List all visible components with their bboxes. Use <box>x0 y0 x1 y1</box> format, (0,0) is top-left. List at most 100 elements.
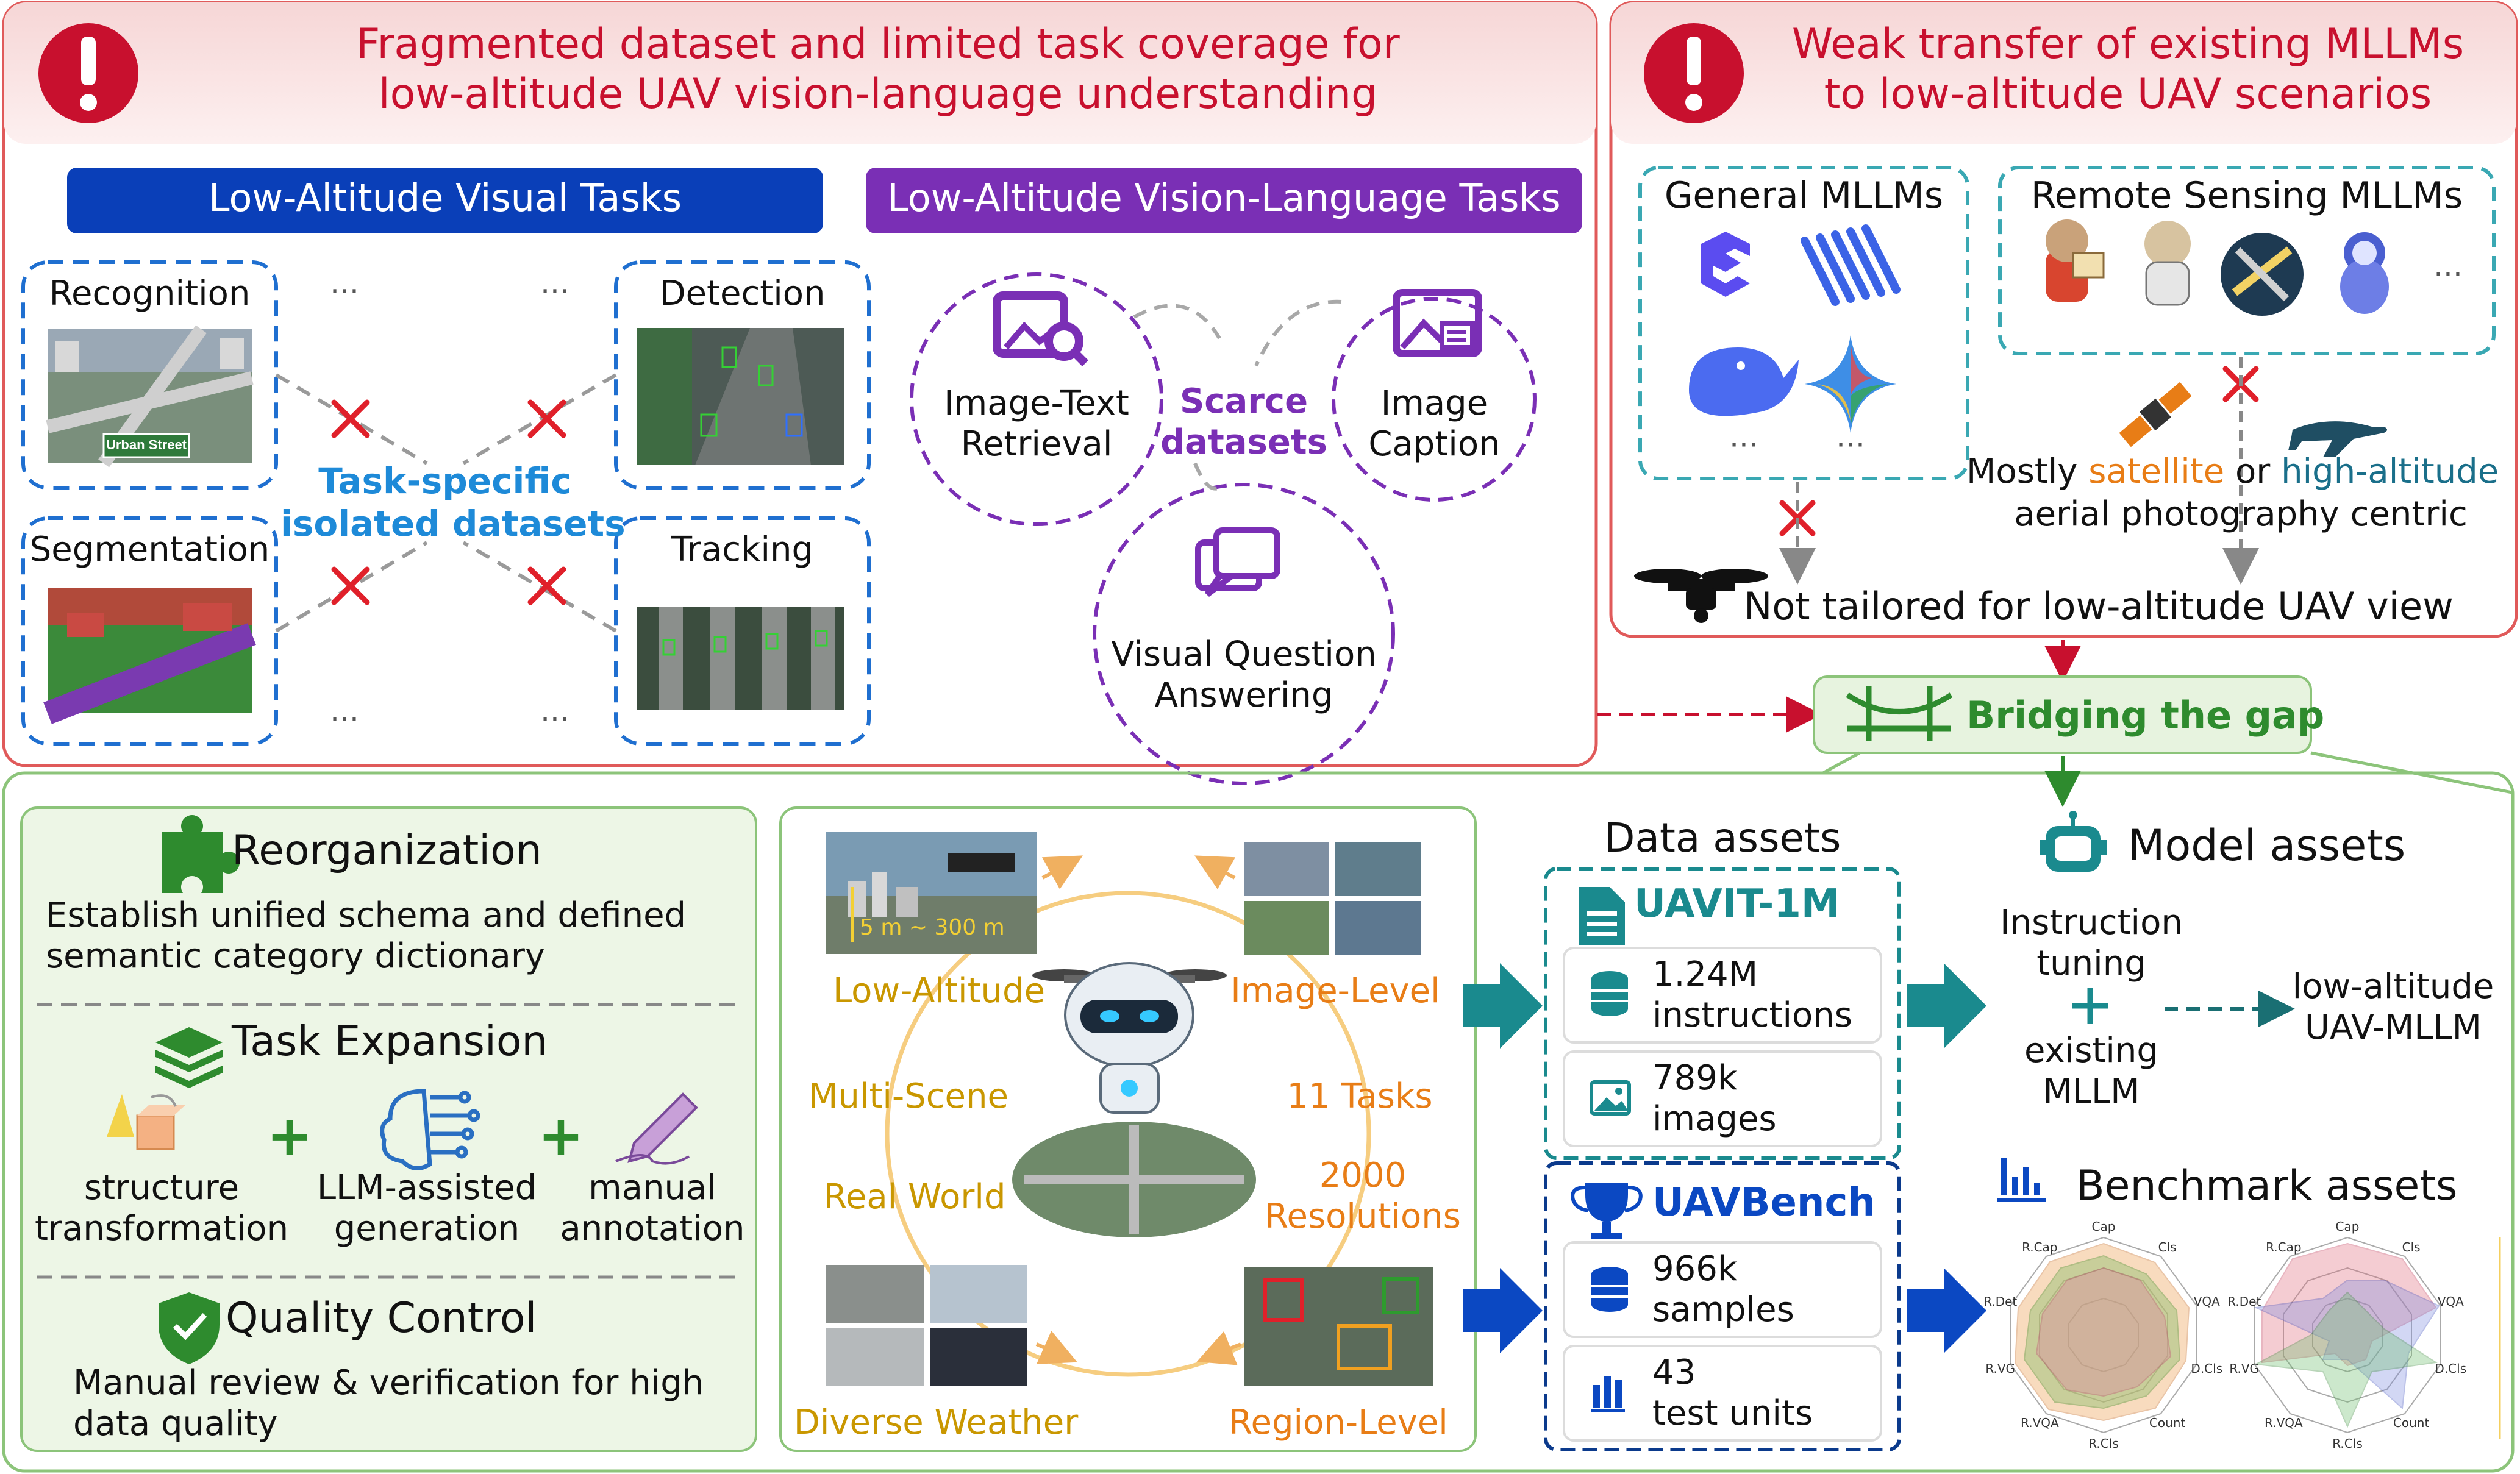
radar-axis-label: Count <box>2393 1415 2430 1430</box>
uav-mllm-label: low-altitude UAV-MLLM <box>2292 967 2494 1048</box>
ellipsis: ··· <box>540 702 569 737</box>
image-icon <box>1590 1080 1631 1116</box>
drone-icon <box>1634 569 1768 623</box>
radar-axis-label: R.Det <box>2227 1294 2261 1309</box>
vqa-label: Visual Question Answering <box>1111 635 1377 716</box>
rs-mllms-box <box>1998 166 2496 355</box>
radar-axis-label: Cap <box>2091 1219 2116 1234</box>
process-panel <box>20 806 757 1452</box>
image-level-photos <box>1244 842 1421 955</box>
radar-axis-label: R.Det <box>1983 1294 2018 1309</box>
manual-annotation-label: manual annotation <box>560 1168 745 1249</box>
low-altitude-label: Low-Altitude <box>832 971 1046 1011</box>
vqa-circle <box>1093 483 1395 785</box>
radar-axis-label: R.VQA <box>2021 1415 2059 1430</box>
quality-control-title: Quality Control <box>226 1294 537 1342</box>
caption-circle <box>1332 297 1537 502</box>
detection-label: Detection <box>659 274 826 313</box>
rs-mascot-icon <box>2221 233 2304 316</box>
radar-axis-label: R.Cap <box>2022 1239 2058 1255</box>
llm-generation-label: LLM-assisted generation <box>316 1168 537 1249</box>
bridging-gap-label: Bridging the gap <box>1966 693 2325 738</box>
radar-axis-label: R.Cap <box>2266 1239 2302 1255</box>
brain-circuit-icon <box>380 1089 480 1170</box>
trophy-icon <box>1571 1183 1643 1239</box>
scarce-connectors <box>1133 299 1342 491</box>
resolutions-label: 2000 Resolutions <box>1265 1156 1461 1237</box>
teal-big-arrow <box>1907 963 1986 1049</box>
qwen-logo-icon <box>1701 232 1750 297</box>
alert-icon <box>38 23 138 123</box>
radar-axis-label: Cls <box>2402 1239 2421 1255</box>
source-text: Mostly satellite or high-altitude <box>1966 452 2499 491</box>
general-mllms-box <box>1638 166 1969 480</box>
stat-card <box>1563 947 1882 1044</box>
samples-stat: 966k samples <box>1652 1249 1794 1330</box>
robot-drone-mascot <box>1032 962 1227 1114</box>
radar-axis-label: D.Cls <box>2435 1361 2467 1376</box>
gemini-logo-icon <box>1805 335 1896 433</box>
plus-sign: + <box>538 1104 584 1168</box>
pen-annotation-icon <box>615 1092 698 1165</box>
existing-mllm-label: existing MLLM <box>2024 1031 2158 1112</box>
aerial-city-image <box>1012 1122 1256 1237</box>
bottom-panel <box>2 751 2515 1473</box>
teal-big-arrow <box>1463 963 1543 1049</box>
vl-tasks-header-bg <box>866 168 1582 233</box>
bar-chart-icon <box>1997 1158 2046 1202</box>
uavit-box <box>1544 867 1901 1160</box>
visual-tasks-header-bg <box>67 168 823 233</box>
radar-axis-label: R.VG <box>2229 1361 2260 1376</box>
tasks-count-label: 11 Tasks <box>1287 1077 1433 1116</box>
bar-chart-icon <box>1591 1376 1625 1412</box>
rs-mascot-icon <box>2340 232 2389 314</box>
segmentation-image <box>43 588 256 724</box>
quality-control-desc: Manual review & verification for high da… <box>73 1363 704 1444</box>
blue-big-arrow <box>1463 1268 1543 1353</box>
ellipsis: ··· <box>330 702 359 737</box>
visual-tasks-header: Low-Altitude Visual Tasks <box>209 176 682 220</box>
reorganization-desc: Establish unified schema and defined sem… <box>46 895 687 977</box>
plus-sign: + <box>266 1104 313 1168</box>
detection-image <box>637 328 844 465</box>
model-assets-title: Model assets <box>2128 821 2406 871</box>
top-right-panel <box>1609 1 2518 638</box>
stat-card <box>1563 1241 1882 1338</box>
instructions-stat: 1.24M instructions <box>1652 955 1852 1036</box>
images-stat: 789k images <box>1652 1058 1777 1139</box>
rs-mllms-label: Remote Sensing MLLMs <box>2030 174 2463 217</box>
transfer-title: Weak transfer of existing MLLMs to low-a… <box>1791 20 2465 118</box>
alert-icon <box>1644 23 1744 123</box>
aerial-centric-text: aerial photography centric <box>2014 494 2468 534</box>
caption-label: Image Caption <box>1368 383 1501 465</box>
data-assets-title: Data assets <box>1604 814 1841 861</box>
altitude-range-label: 5 m ~ 300 m <box>860 915 1005 940</box>
vl-tasks-header: Low-Altitude Vision-Language Tasks <box>887 176 1561 220</box>
tracking-image <box>637 607 844 710</box>
not-tailored-text: Not tailored for low-altitude UAV view <box>1744 584 2454 628</box>
layers-icon <box>155 1027 223 1088</box>
database-icon <box>1591 1267 1628 1312</box>
cross-icon <box>331 399 566 605</box>
street-sign-text: Urban Street <box>105 437 187 452</box>
ellipsis: ··· <box>1729 427 1758 463</box>
radar-axis-label: Cls <box>2158 1239 2177 1255</box>
low-altitude-photo <box>826 832 1037 954</box>
ellipsis: ··· <box>540 274 569 309</box>
plus-icon <box>2072 988 2108 1024</box>
recognition-image <box>46 325 254 468</box>
database-icon <box>1591 971 1628 1016</box>
retrieval-circle <box>910 272 1163 526</box>
multi-scene-label: Multi-Scene <box>808 1077 1008 1116</box>
region-level-photo <box>1244 1267 1433 1386</box>
segmentation-label: Segmentation <box>29 530 270 569</box>
problem-title: Fragmented dataset and limited task cove… <box>356 20 1400 118</box>
expansion-title: Task Expansion <box>232 1017 548 1066</box>
region-level-label: Region-Level <box>1229 1403 1448 1442</box>
benchmark-assets-title: Benchmark assets <box>2076 1162 2458 1210</box>
satellite-icon <box>2119 382 2192 447</box>
chat-question-icon <box>1195 527 1280 597</box>
diverse-weather-label: Diverse Weather <box>793 1403 1079 1442</box>
structure-transform-icon <box>107 1094 186 1150</box>
